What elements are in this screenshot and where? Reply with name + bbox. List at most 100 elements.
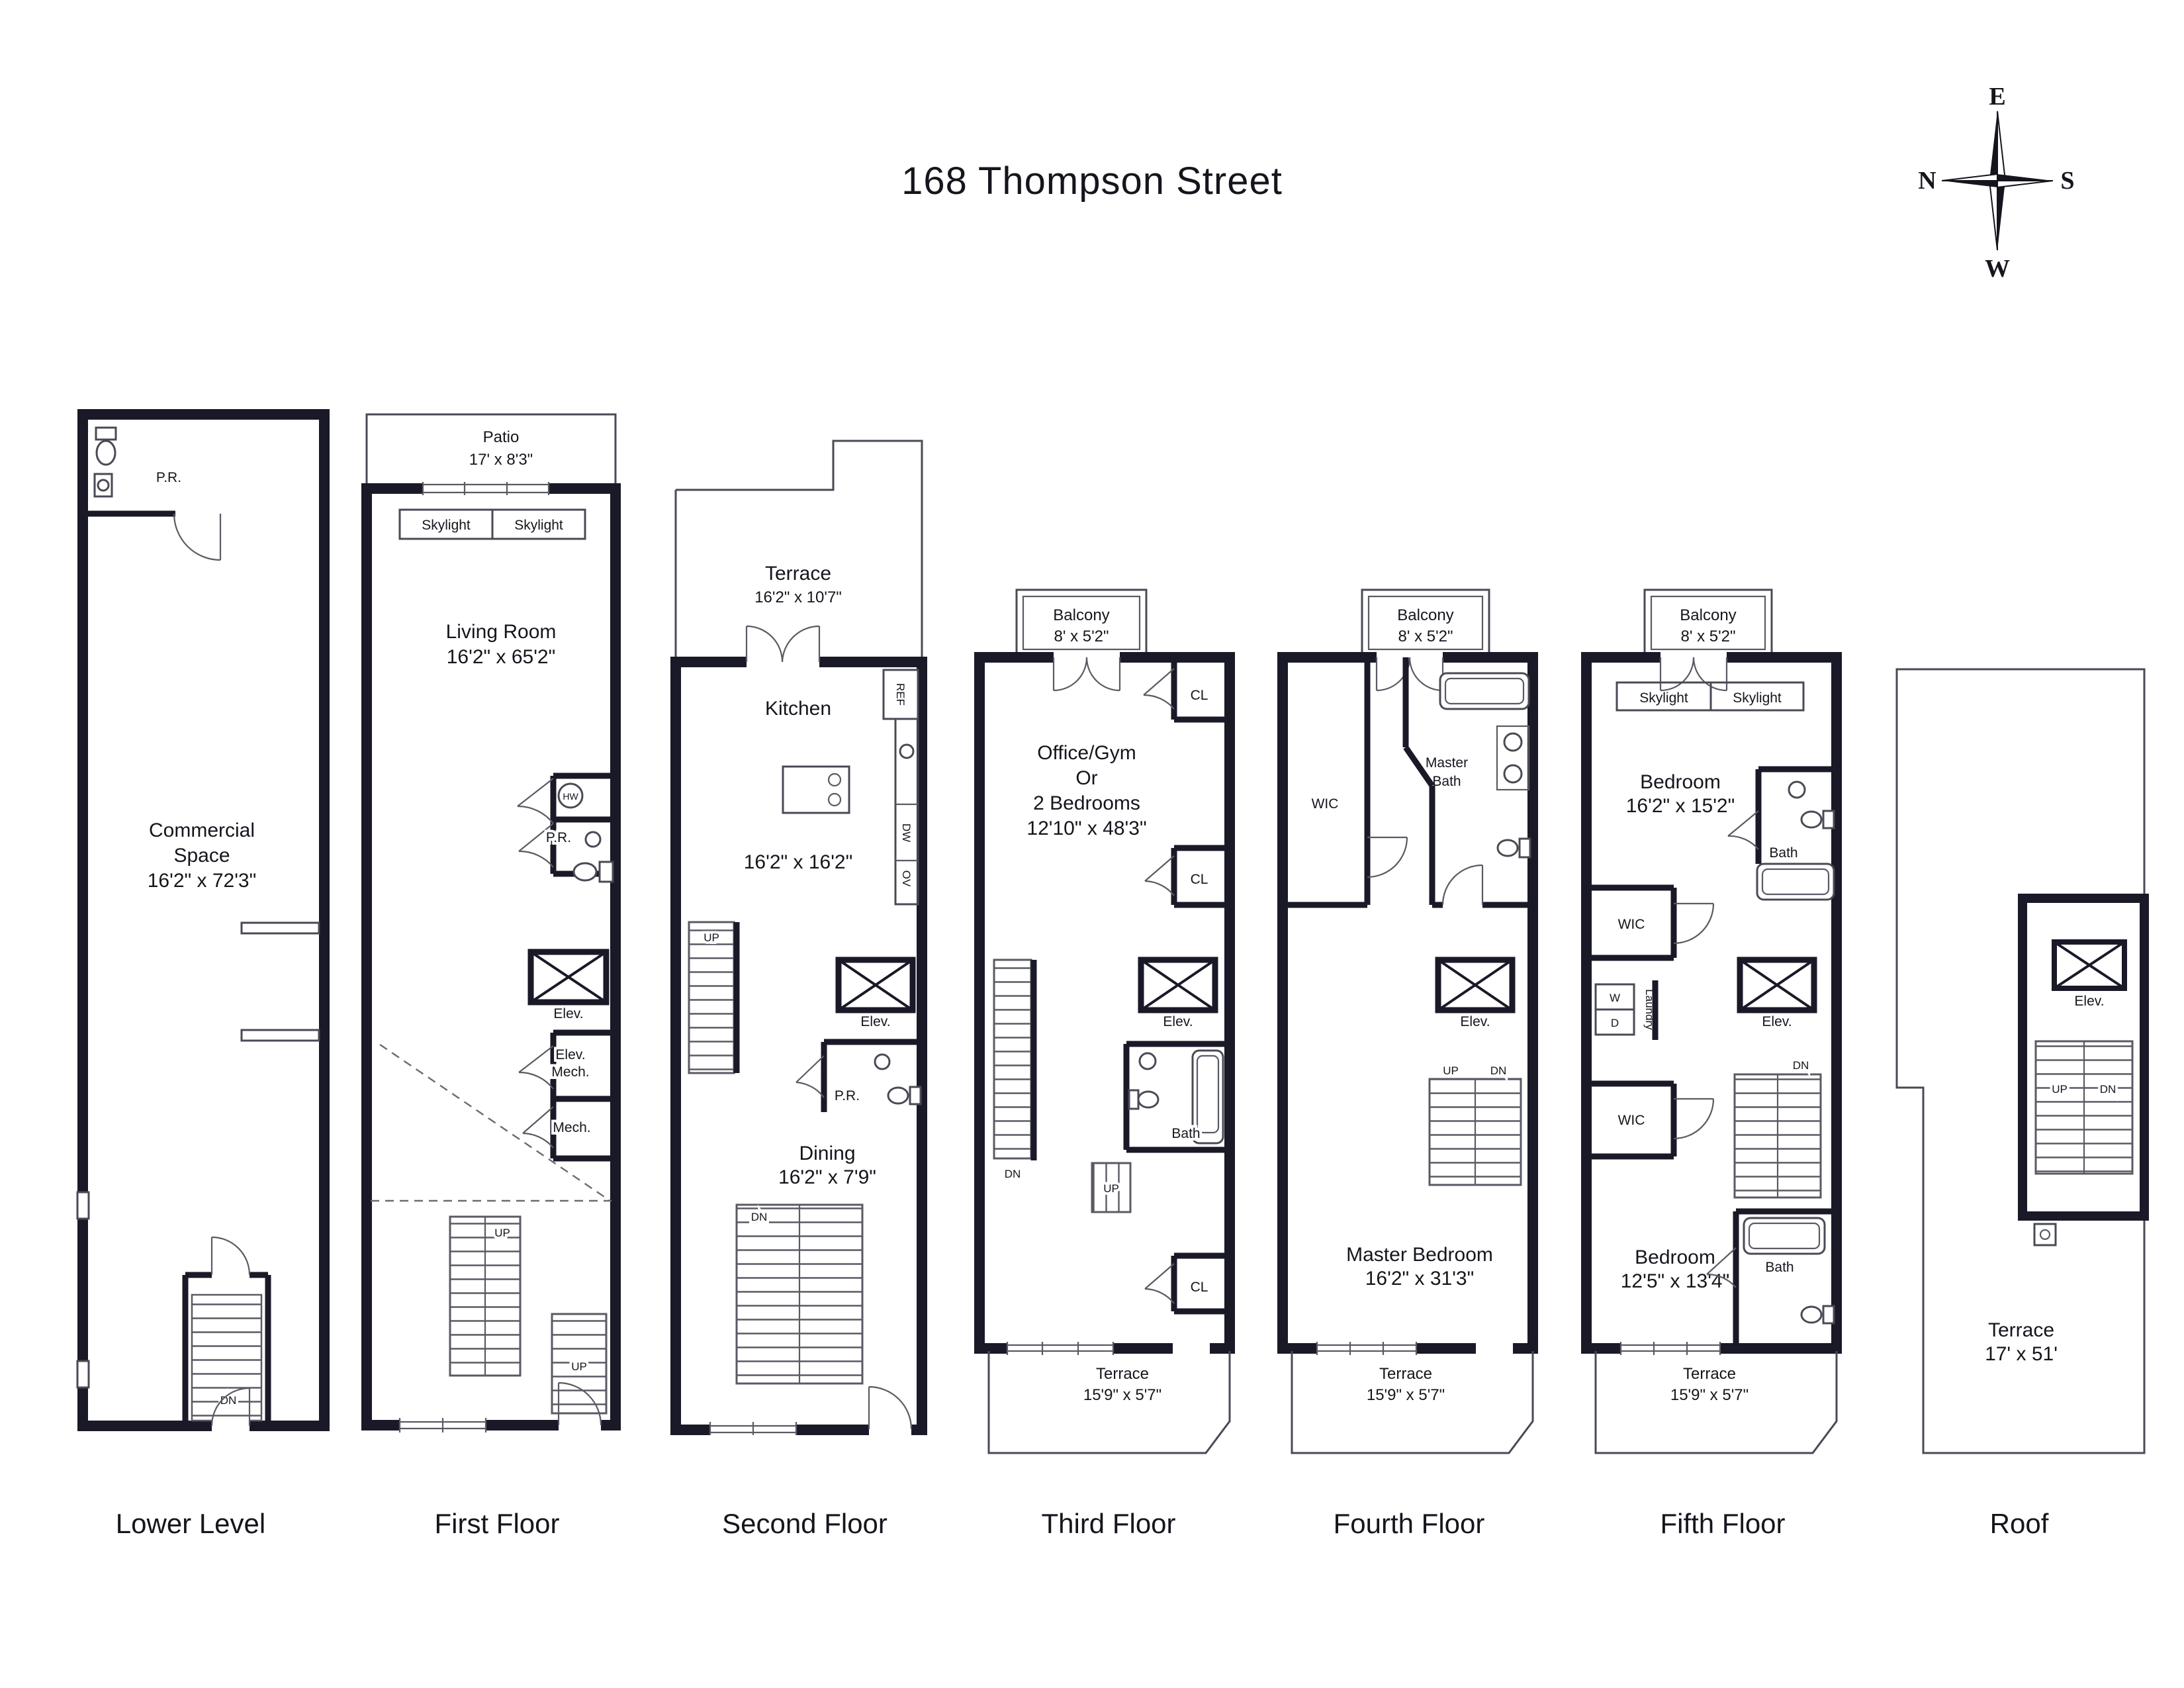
kitchen-dims: 16'2" x 16'2" [744, 851, 853, 873]
patio-label: Patio [483, 428, 520, 446]
burner-icon [827, 792, 842, 807]
terrace-label: Terrace [1988, 1319, 2054, 1341]
master-bath-label: Bath [1432, 774, 1461, 789]
double-vanity [1496, 725, 1530, 791]
floorplan-second-floor: Terrace 16'2" x 10'7" Kitchen REF DW OV … [670, 440, 927, 1435]
walk-in-closet-bottom: WIC [1586, 1080, 1715, 1160]
floor-label-second: Second Floor [722, 1508, 887, 1539]
powder-room: P.R. [796, 1039, 922, 1112]
balcony-outline: Balcony 8' x 5'2" [1361, 588, 1490, 657]
elevator-label: Elev. [860, 1014, 890, 1029]
cl-label: CL [1191, 688, 1208, 703]
wic-label: WIC [1312, 796, 1339, 812]
balcony-outline: Balcony 8' x 5'2" [1643, 588, 1773, 657]
elevator-label: Elev. [553, 1006, 583, 1021]
toilet-icon [95, 426, 117, 466]
window-band-bottom [1316, 1342, 1513, 1355]
master-bath-label: Master [1426, 755, 1468, 771]
floorplan-lower-level: P.R. Commercial Space 16'2" x 72'3" DN [76, 409, 330, 1431]
skylight-label: Skylight [422, 518, 471, 533]
outer-wall [77, 409, 330, 1431]
bathtub-icon [1191, 1049, 1224, 1145]
window-band-bottom [709, 1385, 913, 1435]
kitchen-label: Kitchen [765, 698, 831, 720]
terrace-dims: 15'9" x 5'7" [1367, 1386, 1445, 1404]
elevator-shaft: Elev. [1435, 957, 1516, 1032]
staircase-main: UP [449, 1215, 522, 1377]
floorplan-third-floor: Balcony 8' x 5'2" CL Office/Gym Or 2 Bed… [974, 588, 1235, 1454]
ref-label: REF [894, 683, 907, 706]
dining-label: Dining [799, 1143, 855, 1164]
balcony-dims: 8' x 5'2" [1054, 628, 1109, 645]
staircase-dn: DN [993, 959, 1037, 1183]
skylight-label: Skylight [514, 518, 563, 533]
sink-icon [1503, 764, 1523, 784]
room-label: Space [173, 845, 230, 867]
toilet-icon [1496, 837, 1531, 859]
hw-label: HW [563, 791, 578, 802]
sink-icon [1788, 780, 1806, 799]
room-label: Master Bedroom [1346, 1244, 1493, 1266]
balcony-label: Balcony [1680, 606, 1736, 624]
elevator-shaft: Elev. [1138, 957, 1218, 1032]
terrace-dims: 17' x 51' [1985, 1343, 2058, 1365]
walk-in-closet: WIC [1283, 657, 1408, 908]
room-dims: 16'2" x 15'2" [1626, 795, 1735, 817]
sink-icon [1138, 1052, 1157, 1070]
dn-label: DN [1490, 1064, 1507, 1077]
laundry-closet: W D Laundry [1594, 980, 1659, 1040]
room-dims: 16'2" x 31'3" [1365, 1268, 1475, 1289]
balcony-dims: 8' x 5'2" [1680, 628, 1735, 645]
pr-label: P.R. [156, 470, 181, 485]
patio-outline [365, 413, 617, 486]
open-to-below-dashed [371, 1044, 612, 1202]
staircase-entry: UP [551, 1313, 608, 1415]
mech-label: Mech. [553, 1120, 590, 1135]
powder-room: P.R. [88, 426, 222, 561]
dn-label: DN [751, 1211, 768, 1223]
balcony-doors [1659, 651, 1728, 692]
kitchen-counter: DW OV [894, 718, 919, 906]
staircase-up: UP [688, 921, 740, 1074]
window-band-bottom [1619, 1342, 1721, 1355]
cl-label: CL [1191, 1280, 1208, 1295]
floor-label-lower: Lower Level [115, 1508, 266, 1539]
skylights: Skylight Skylight [1615, 681, 1805, 712]
floor-label-fourth: Fourth Floor [1333, 1508, 1485, 1539]
washer-icon [1594, 983, 1635, 1011]
patio-dims: 17' x 8'3" [469, 451, 533, 469]
elevator-shaft: Elev. [2052, 939, 2127, 1011]
mech-rooms: Elev. Mech. Mech. [518, 1029, 615, 1162]
bath-label: Bath [1171, 1126, 1200, 1141]
compass-s: S [2060, 167, 2074, 195]
staircase: UP DN [2034, 1040, 2134, 1175]
room-dims: 12'5" x 13'4" [1621, 1270, 1730, 1292]
closets-right: HW P.R. [517, 773, 615, 883]
elev-mech-label: Elev. [555, 1047, 585, 1062]
compass-n: N [1918, 167, 1936, 195]
pr-label: P.R. [546, 830, 571, 845]
floorplan-fifth-floor: Balcony 8' x 5'2" Skylight Skylight Bedr… [1581, 588, 1842, 1454]
elevator-label: Elev. [2074, 994, 2104, 1009]
floorplan-roof: Elev. UP DN Terrace 17' x 51' [1895, 668, 2149, 1454]
up-label: UP [2052, 1083, 2068, 1096]
room-label: Living Room [446, 621, 557, 643]
bathroom-top: Bath [1727, 766, 1837, 901]
pr-label: P.R. [835, 1088, 860, 1103]
kitchen-island [782, 765, 850, 814]
room-label: 2 Bedrooms [1033, 792, 1140, 814]
balcony-dims: 8' x 5'2" [1398, 628, 1453, 645]
sink-icon [899, 743, 915, 759]
terrace-doors [745, 625, 821, 669]
floor-label-first: First Floor [434, 1508, 560, 1539]
staircase: UP DN [1428, 1062, 1522, 1186]
wic-label: WIC [1618, 1113, 1645, 1128]
sink-icon [93, 473, 113, 498]
terrace-outline [987, 1351, 1231, 1454]
sink-icon [874, 1053, 891, 1070]
elev-mech-label: Mech. [551, 1064, 589, 1080]
balcony-outline: Balcony 8' x 5'2" [1015, 588, 1148, 657]
dw-label: DW [900, 823, 913, 842]
roof-drain-icon [2033, 1223, 2057, 1246]
